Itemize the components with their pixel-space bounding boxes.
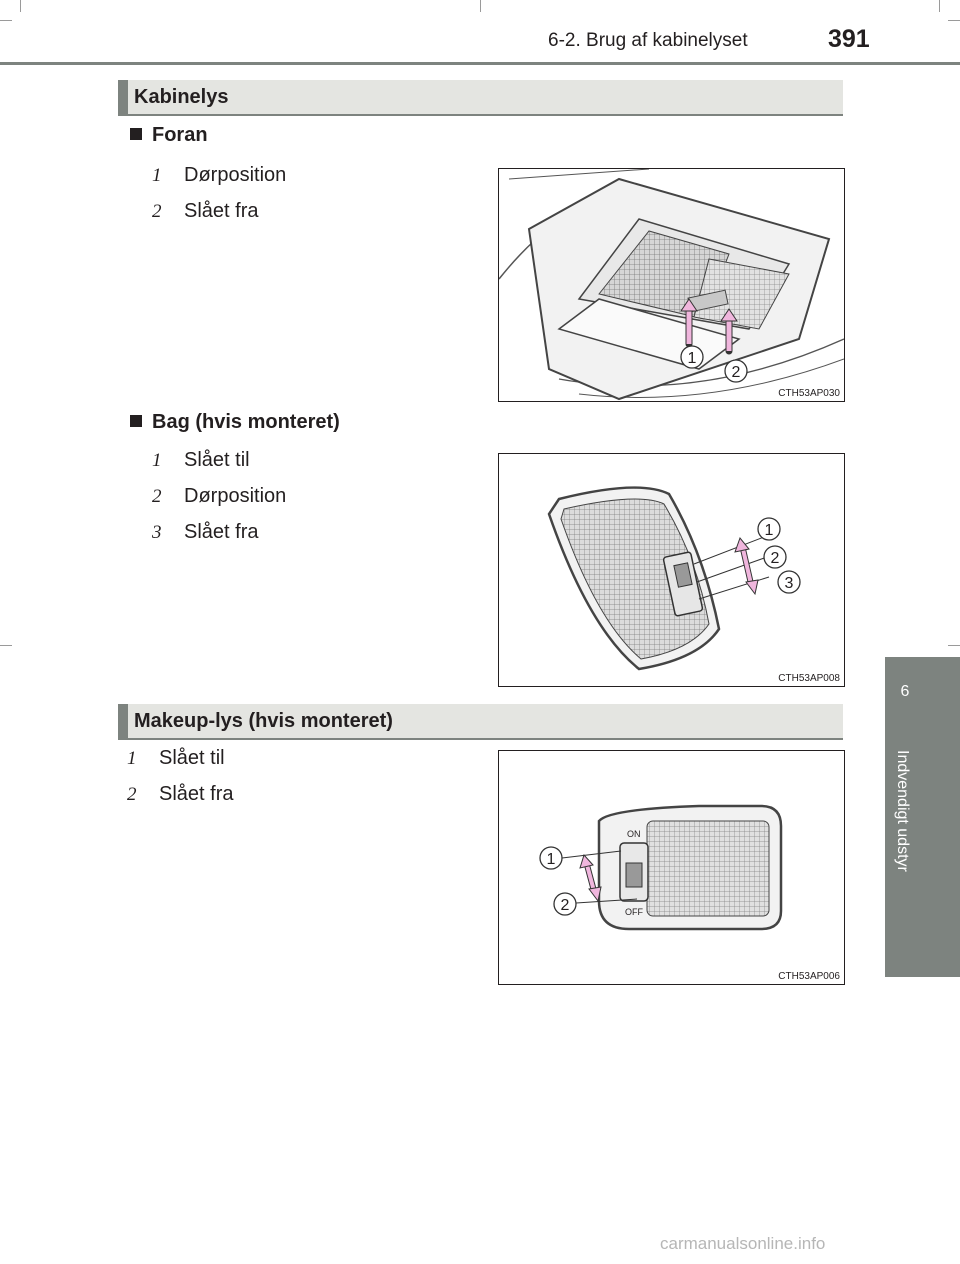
page-number: 391 <box>828 25 870 53</box>
item-number: 1 <box>127 748 137 769</box>
subheading-rear: Bag (hvis monteret) <box>130 411 340 434</box>
crop-mark <box>480 0 481 12</box>
callout-label: 2 <box>732 364 741 381</box>
item-number: 2 <box>127 784 137 805</box>
item-text: Slået fra <box>184 200 259 222</box>
switch-off-label: OFF <box>625 907 643 917</box>
callout-label: 1 <box>688 350 697 367</box>
subheading-text: Foran <box>152 124 208 146</box>
callout-marker <box>539 846 563 870</box>
item-text: Dørposition <box>184 485 287 507</box>
crop-mark <box>948 20 960 21</box>
crop-mark <box>948 645 960 646</box>
square-bullet-icon <box>130 415 142 427</box>
rear-light-illustration: 1 2 3 <box>547 486 801 671</box>
crop-mark <box>0 20 12 21</box>
callout-label: 1 <box>547 851 556 868</box>
makeup-light-illustration: ON OFF 1 2 <box>539 804 783 931</box>
item-number: 3 <box>152 522 162 543</box>
crop-mark <box>20 0 21 12</box>
item-text: Slået fra <box>184 521 259 543</box>
section-title: Kabinelys <box>134 86 229 108</box>
item-number: 2 <box>152 201 162 222</box>
figure-makeup-light: ON OFF 1 2 CTH53AP006 <box>498 750 845 985</box>
crop-mark <box>0 645 12 646</box>
item-text: Dørposition <box>184 164 287 186</box>
header-title: 6-2. Brug af kabinelyset <box>548 30 748 51</box>
figure-rear-light: 1 2 3 CTH53AP008 <box>498 453 845 687</box>
chapter-label-box: Indvendigt udstyr <box>890 750 920 910</box>
callout-label: 1 <box>765 522 774 539</box>
callout-marker <box>777 570 801 594</box>
callout-label: 2 <box>771 550 780 567</box>
figure-code: CTH53AP006 <box>778 971 840 982</box>
item-number: 2 <box>152 486 162 507</box>
figure-code: CTH53AP030 <box>778 388 840 399</box>
chapter-number: 6 <box>900 683 910 700</box>
section-header-kabinelys: Kabinelys <box>118 80 843 116</box>
item-text: Slået til <box>159 747 225 769</box>
crop-mark <box>939 0 940 12</box>
subheading-text: Bag (hvis monteret) <box>152 411 340 433</box>
chapter-tab <box>885 657 960 977</box>
callout-marker <box>553 892 577 916</box>
watermark: carmanualsonline.info <box>660 1234 826 1253</box>
callout-marker <box>680 345 704 369</box>
callout-label: 3 <box>785 575 794 592</box>
section-title: Makeup-lys (hvis monteret) <box>134 710 393 732</box>
subheading-front: Foran <box>130 124 208 147</box>
callout-marker <box>724 359 748 383</box>
item-text: Slået til <box>184 449 250 471</box>
figure-front-light: 1 2 CTH53AP030 <box>498 168 845 402</box>
square-bullet-icon <box>130 128 142 140</box>
figure-code: CTH53AP008 <box>778 673 840 684</box>
callout-marker <box>763 545 787 569</box>
item-text: Slået fra <box>159 783 234 805</box>
section-accent <box>118 704 128 738</box>
callout-marker <box>757 517 781 541</box>
section-header-makeup: Makeup-lys (hvis monteret) <box>118 704 843 740</box>
callout-label: 2 <box>561 897 570 914</box>
item-number: 1 <box>152 450 162 471</box>
front-light-illustration: 1 2 <box>499 169 844 401</box>
switch-on-label: ON <box>627 829 641 839</box>
header-rule <box>0 62 960 65</box>
chapter-label: Indvendigt udstyr <box>894 750 911 872</box>
item-number: 1 <box>152 165 162 186</box>
section-accent <box>118 80 128 114</box>
